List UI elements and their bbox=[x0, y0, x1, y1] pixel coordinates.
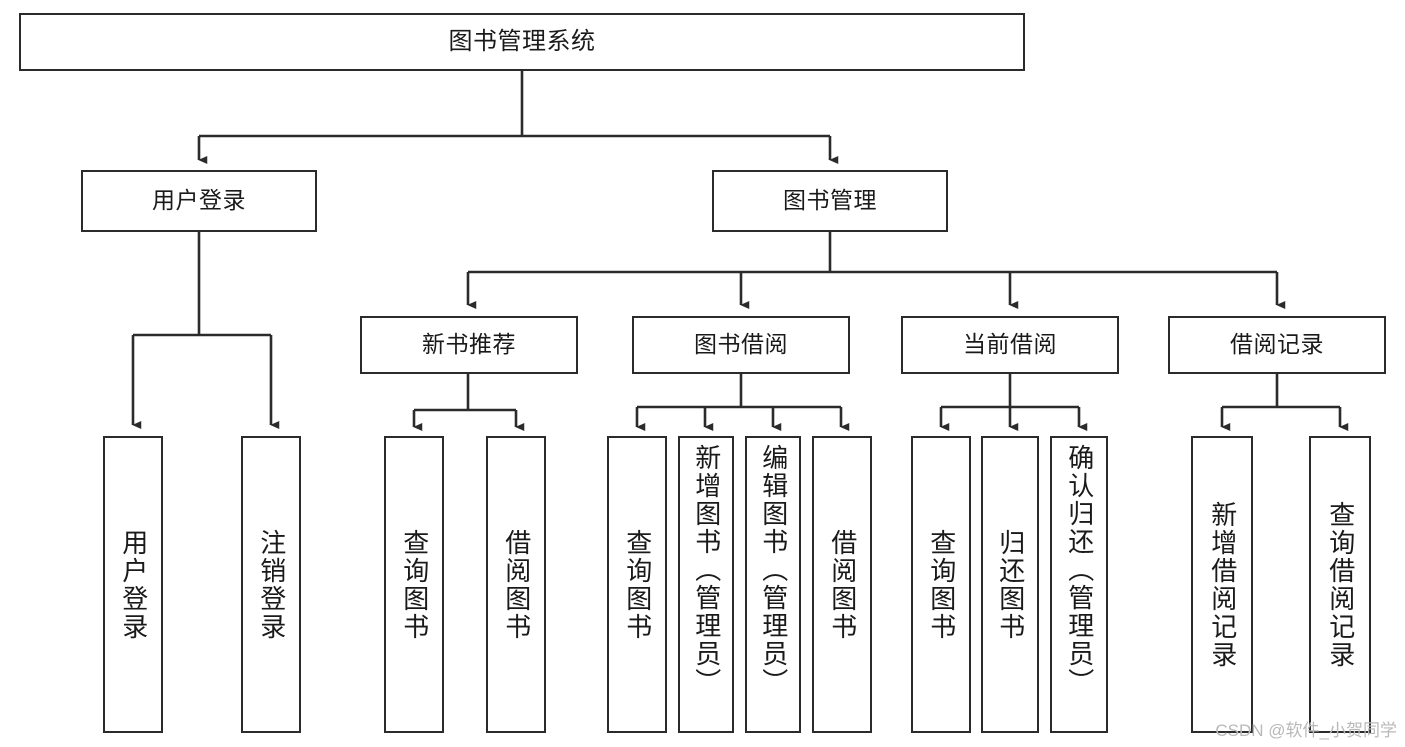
node-label: 查询图书 bbox=[622, 528, 653, 641]
leaf-return-book[interactable]: 归还图书 bbox=[981, 436, 1039, 733]
node-new-book-recommend[interactable]: 新书推荐 bbox=[360, 316, 578, 374]
node-user-login[interactable]: 用户登录 bbox=[81, 170, 317, 232]
leaf-query-borrow-record[interactable]: 查询借阅记录 bbox=[1309, 436, 1371, 733]
node-book-management[interactable]: 图书管理 bbox=[712, 170, 948, 232]
leaf-query-book-current[interactable]: 查询图书 bbox=[911, 436, 971, 733]
node-label: 新增图书（管理员） bbox=[691, 444, 722, 696]
leaf-add-borrow-record[interactable]: 新增借阅记录 bbox=[1191, 436, 1253, 733]
node-label: 编辑图书（管理员） bbox=[758, 444, 789, 696]
leaf-query-book-borrow[interactable]: 查询图书 bbox=[607, 436, 667, 733]
leaf-logout[interactable]: 注销登录 bbox=[241, 436, 301, 733]
node-label: 图书管理 bbox=[783, 187, 877, 214]
node-label: 新书推荐 bbox=[422, 331, 516, 358]
node-label: 借阅图书 bbox=[827, 528, 858, 641]
node-label: 用户登录 bbox=[118, 528, 149, 641]
leaf-confirm-return-admin[interactable]: 确认归还（管理员） bbox=[1050, 436, 1108, 733]
node-borrow-record[interactable]: 借阅记录 bbox=[1168, 316, 1386, 374]
node-label: 图书借阅 bbox=[694, 331, 788, 358]
node-label: 查询借阅记录 bbox=[1325, 500, 1356, 669]
leaf-borrow-book-recommend[interactable]: 借阅图书 bbox=[486, 436, 546, 733]
node-root-system[interactable]: 图书管理系统 bbox=[19, 13, 1025, 71]
leaf-user-login[interactable]: 用户登录 bbox=[103, 436, 163, 733]
node-label: 查询图书 bbox=[926, 528, 957, 641]
watermark: CSDN @软件_小贺同学 bbox=[1215, 721, 1397, 740]
leaf-borrow-book[interactable]: 借阅图书 bbox=[812, 436, 872, 733]
node-label: 归还图书 bbox=[995, 528, 1026, 641]
leaf-query-book-recommend[interactable]: 查询图书 bbox=[384, 436, 444, 733]
node-label: 新增借阅记录 bbox=[1207, 500, 1238, 669]
node-label: 确认归还（管理员） bbox=[1064, 444, 1095, 696]
node-label: 当前借阅 bbox=[963, 331, 1057, 358]
node-label: 借阅图书 bbox=[501, 528, 532, 641]
node-book-borrow[interactable]: 图书借阅 bbox=[632, 316, 850, 374]
leaf-add-book-admin[interactable]: 新增图书（管理员） bbox=[678, 436, 734, 733]
node-label: 图书管理系统 bbox=[448, 27, 596, 55]
leaf-edit-book-admin[interactable]: 编辑图书（管理员） bbox=[745, 436, 801, 733]
node-label: 借阅记录 bbox=[1230, 331, 1324, 358]
node-label: 查询图书 bbox=[399, 528, 430, 641]
node-label: 用户登录 bbox=[152, 187, 246, 214]
node-current-borrow[interactable]: 当前借阅 bbox=[901, 316, 1119, 374]
node-label: 注销登录 bbox=[256, 528, 287, 641]
